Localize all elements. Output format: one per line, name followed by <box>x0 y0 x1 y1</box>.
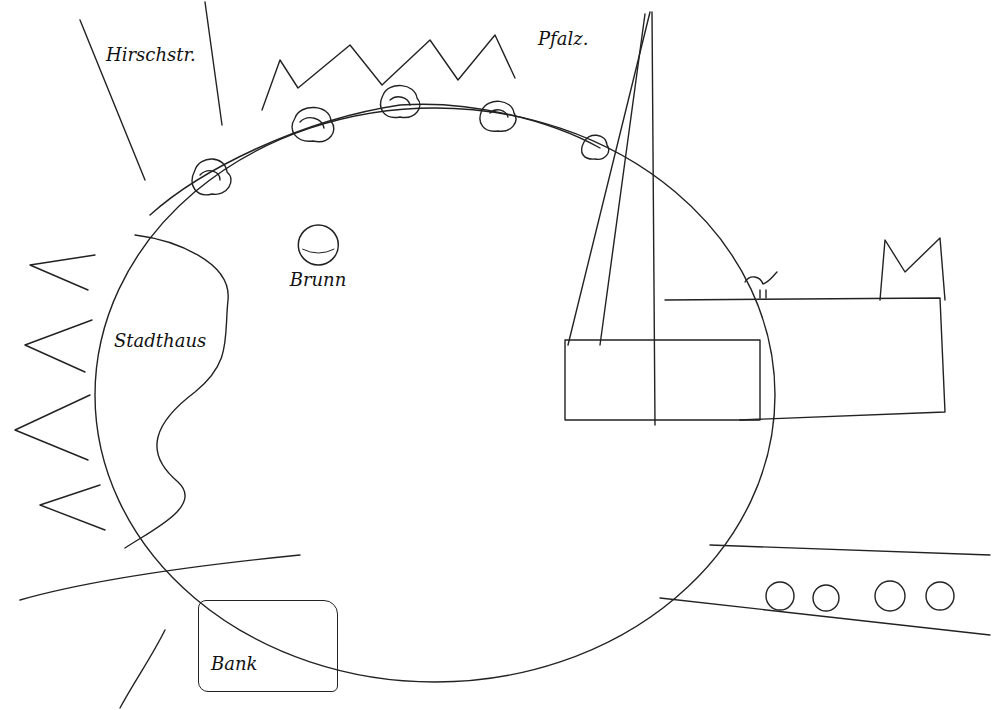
roofline <box>262 35 515 110</box>
node-label: Brunn <box>285 269 352 291</box>
fountain-outline <box>302 249 334 253</box>
fountain: Brunn <box>285 223 352 293</box>
building-name: Stadthaus <box>112 330 208 352</box>
building-edge <box>125 235 228 548</box>
tree <box>192 159 231 195</box>
tree <box>582 135 609 159</box>
bird <box>745 272 777 298</box>
tower-line <box>600 14 645 345</box>
street-edge <box>20 555 300 600</box>
street-edge <box>205 2 222 125</box>
building <box>665 298 945 420</box>
tree <box>381 86 420 118</box>
tree <box>192 86 608 195</box>
building-roof <box>880 238 945 300</box>
fountain-outline <box>285 223 352 269</box>
house-gables <box>15 255 105 530</box>
street-edge <box>120 630 165 708</box>
street-name: Hirschstr. <box>104 44 198 66</box>
square-outline <box>95 108 775 682</box>
place-name: Pfalz. <box>536 28 590 50</box>
tower-line <box>652 12 655 425</box>
bollard <box>813 585 839 611</box>
bollard <box>766 582 794 610</box>
tree <box>292 107 334 141</box>
tower-line <box>568 12 650 345</box>
node-label: Bank <box>209 653 259 675</box>
bollard <box>875 581 905 611</box>
tree <box>480 101 516 131</box>
bollard <box>926 582 954 610</box>
street-edge <box>710 545 990 555</box>
building <box>565 340 760 420</box>
street-edge <box>660 598 990 635</box>
tree-row-line <box>150 104 600 215</box>
bank-building: Bank <box>198 600 338 692</box>
fountain-outline <box>298 225 338 265</box>
